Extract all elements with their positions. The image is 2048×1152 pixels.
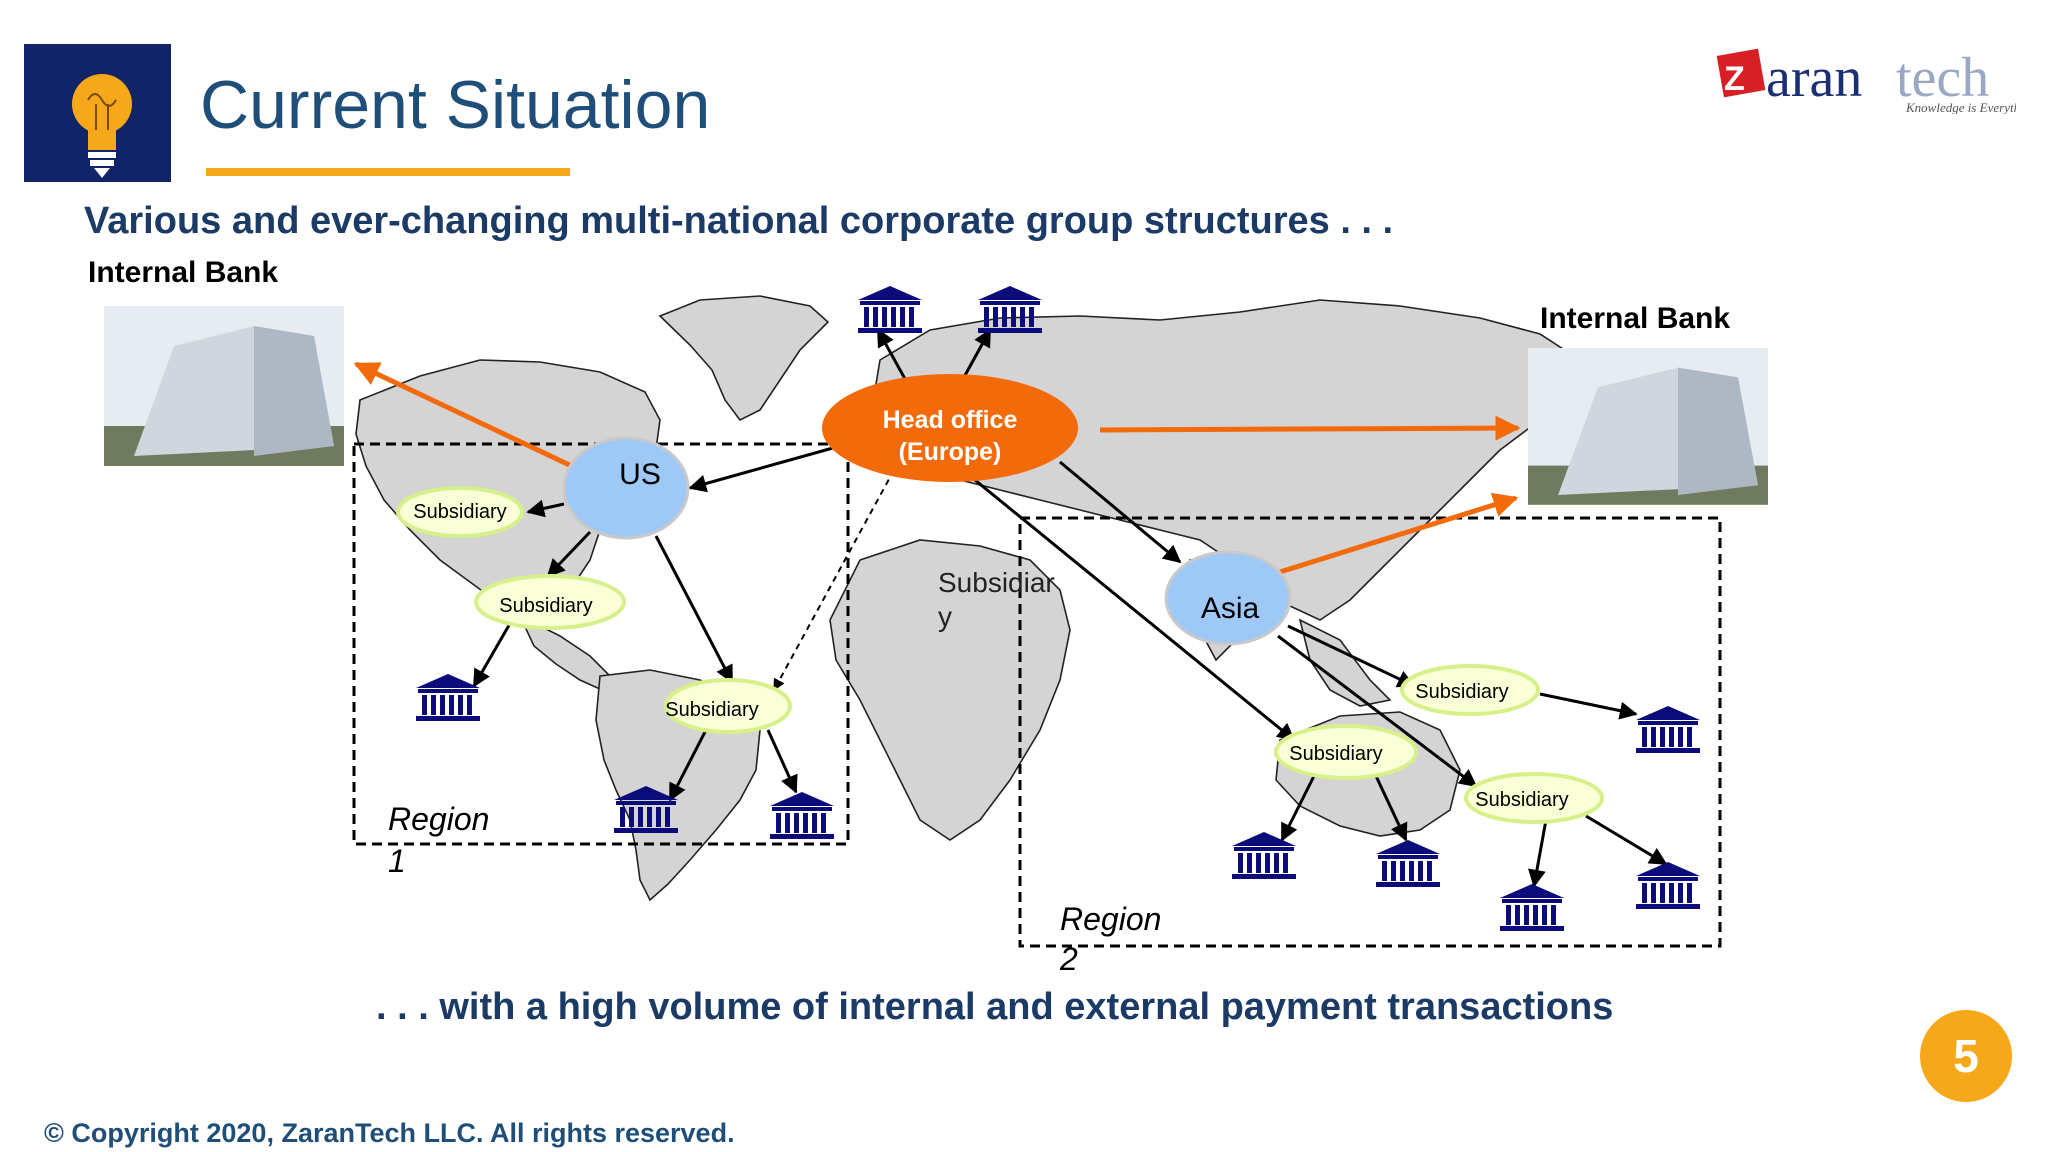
bank-icon (1636, 862, 1700, 909)
region-2-label-line1: Region (1060, 901, 1161, 937)
head-office-to-australia-subsidiary-arrow (969, 474, 1296, 742)
title-underline (206, 168, 570, 176)
lightbulb-icon (72, 74, 132, 178)
svg-text:Knowledge is Everything: Knowledge is Everything (1905, 100, 2016, 114)
bank-icon (858, 286, 922, 333)
subsidiary-5-to-bank-2-arrow (1585, 814, 1668, 866)
bank-icon (770, 792, 834, 839)
bank-icon (1232, 832, 1296, 879)
region-2-box (1018, 516, 1722, 948)
head-office-to-us-arrow (688, 444, 841, 493)
head-office-to-asia-arrow (1059, 460, 1182, 564)
subsidiary-node-1-label: Subsidiary (413, 501, 506, 523)
subsidiary-australia-to-bank-2-arrow (1374, 775, 1408, 842)
zarantech-logo: aran tech Knowledge is Everything Z (1716, 40, 2037, 115)
subsidiary-node-5 (1274, 724, 1418, 780)
head-office-node (822, 374, 1078, 482)
bank-icon (1636, 706, 1700, 753)
subsidiary-4-to-bank-arrow (1539, 692, 1638, 720)
us-to-subsidiary-2-arrow (546, 530, 592, 578)
subsidiary-nodes: Subsidiary Subsidiary Subsidiary Subsidi… (396, 486, 1604, 824)
subsidiary-5-to-bank-1-arrow (1528, 819, 1548, 888)
subsidiary-node-6-label: Subsidiary (1475, 789, 1568, 811)
page-number-badge: 5 (1920, 1010, 2012, 1102)
svg-text:Z: Z (1724, 60, 1745, 98)
internal-bank-right-building (1528, 348, 1768, 505)
asia-to-subsidiary-5-arrow (1277, 634, 1478, 788)
title-icon-box (24, 44, 171, 182)
subsidiary-3-to-bank-1-arrow (668, 729, 708, 802)
slide-subtitle: Various and ever-changing multi-national… (84, 200, 1394, 242)
subsidiary-node-1 (396, 486, 524, 538)
africa-landmass (829, 539, 1071, 841)
copyright-text: © Copyright 2020, ZaranTech LLC. All rig… (44, 1118, 735, 1148)
bank-icon (1500, 884, 1564, 931)
asia-to-subsidiary-4-arrow (1287, 624, 1416, 688)
internal-bank-right-label: Internal Bank (1540, 302, 1731, 335)
subsidiary-node-5-label: Subsidiary (1289, 743, 1382, 765)
us-node (562, 436, 690, 540)
subsidiary-node-2-label: Subsidiary (499, 595, 592, 617)
subsidiary-node-6 (1464, 772, 1604, 824)
page-title: Current Situation (200, 67, 711, 143)
asia-to-right-bank-arrow (1279, 492, 1519, 575)
region-2-label-line2: 2 (1059, 941, 1078, 977)
subsidiary-3-to-bank-2-arrow (766, 729, 798, 794)
svg-text:aran: aran (1766, 47, 1862, 109)
head-office-to-south-america-subsidiary-dashed-arrow (773, 469, 895, 692)
bank-icon (1376, 840, 1440, 887)
slide-bottom-text: . . . with a high volume of internal and… (376, 986, 1614, 1028)
africa-subsidiary-label-line1: Subsidiar (938, 567, 1055, 598)
subsidiary-node-3-label: Subsidiary (665, 699, 758, 721)
internal-bank-left-building (104, 306, 344, 466)
subsidiary-node-4 (1400, 664, 1540, 716)
asia-node (1164, 550, 1292, 646)
subsidiary-2-to-bank-arrow (472, 619, 514, 688)
svg-text:tech: tech (1896, 47, 1989, 109)
head-office-label-line1: Head office (883, 406, 1018, 434)
subsidiary-node-4-label: Subsidiary (1415, 681, 1508, 703)
africa-subsidiary-label-line2: y (938, 601, 952, 632)
greenland-landmass (658, 295, 830, 422)
internal-bank-left-label: Internal Bank (88, 256, 279, 289)
subsidiary-node-3 (664, 678, 792, 734)
bank-icon (416, 674, 480, 721)
region-1-label-line2: 1 (388, 843, 406, 879)
region-1-label-line1: Region (388, 801, 489, 837)
us-to-left-bank-arrow (353, 361, 582, 473)
asia-node-label: Asia (1201, 592, 1260, 625)
head-office-label-line2: (Europe) (899, 438, 1002, 466)
us-to-subsidiary-1-arrow (526, 499, 565, 518)
subsidiary-node-2 (474, 574, 626, 630)
head-office-to-right-bank-arrow (1099, 415, 1521, 441)
subsidiary-australia-to-bank-1-arrow (1280, 775, 1316, 842)
europe-asia-landmass (869, 299, 1581, 621)
us-to-subsidiary-3-arrow (654, 535, 734, 684)
us-node-label: US (619, 458, 661, 491)
